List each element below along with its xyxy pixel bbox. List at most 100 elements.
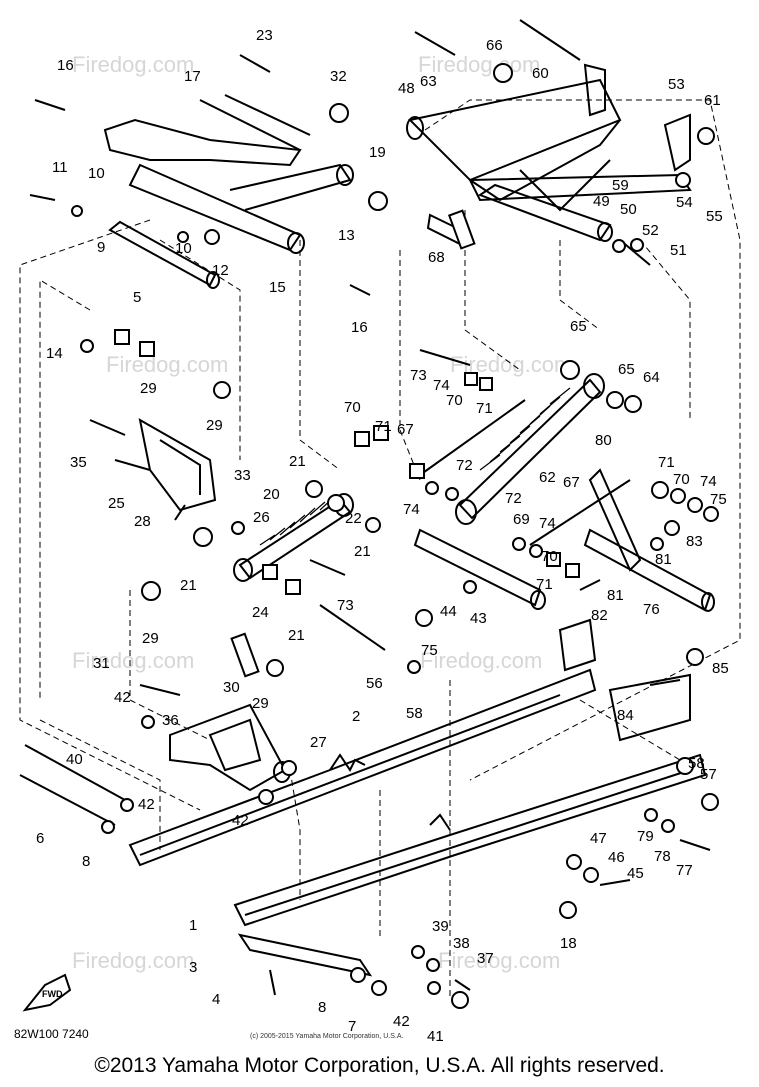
callout-85: 85	[712, 660, 729, 677]
callout-27: 27	[310, 734, 327, 751]
callout-77: 77	[676, 862, 693, 879]
callout-71: 71	[476, 400, 493, 417]
callout-16: 16	[57, 57, 74, 74]
watermark: Firedog.com	[72, 648, 194, 673]
callout-78: 78	[654, 848, 671, 865]
callout-6: 6	[36, 830, 44, 847]
assembly-guide-lines	[19, 99, 741, 1000]
callout-71: 71	[375, 418, 392, 435]
callout-64: 64	[643, 369, 660, 386]
callout-numbers: 1 2 3 4 5 6 7 8 8 9 10 10 11 12 13 14 15…	[36, 27, 729, 1045]
callout-46: 46	[608, 849, 625, 866]
callout-74: 74	[539, 515, 556, 532]
callout-76: 76	[643, 601, 660, 618]
callout-42: 42	[232, 812, 249, 829]
callout-50: 50	[620, 201, 637, 218]
callout-35: 35	[70, 454, 87, 471]
callout-10: 10	[88, 165, 105, 182]
callout-84: 84	[617, 707, 634, 724]
middle-link	[413, 528, 546, 610]
callout-5: 5	[133, 289, 141, 306]
callout-72: 72	[456, 457, 473, 474]
callout-17: 17	[184, 68, 201, 85]
callout-20: 20	[263, 486, 280, 503]
callout-60: 60	[532, 65, 549, 82]
callout-21: 21	[180, 577, 197, 594]
small-copyright-notice: (c) 2005-2015 Yamaha Motor Corporation, …	[250, 1033, 404, 1040]
callout-71: 71	[536, 576, 553, 593]
callout-71: 71	[658, 454, 675, 471]
callout-66: 66	[486, 37, 503, 54]
watermark: Firedog.com	[72, 948, 194, 973]
callout-61: 61	[704, 92, 721, 109]
callout-8: 8	[82, 853, 90, 870]
callout-74: 74	[403, 501, 420, 518]
callout-1: 1	[189, 917, 197, 934]
callout-75: 75	[421, 642, 438, 659]
callout-49: 49	[593, 193, 610, 210]
callout-83: 83	[686, 533, 703, 550]
callout-62: 62	[539, 469, 556, 486]
callout-58: 58	[688, 755, 705, 772]
callout-67: 67	[563, 474, 580, 491]
callout-39: 39	[432, 918, 449, 935]
callout-75: 75	[710, 491, 727, 508]
callout-72: 72	[505, 490, 522, 507]
callout-70: 70	[446, 392, 463, 409]
front-suspension-arm	[103, 94, 354, 289]
callout-9: 9	[97, 239, 105, 256]
callout-31: 31	[93, 655, 110, 672]
callout-3: 3	[189, 959, 197, 976]
forward-arrow-label: FWD	[42, 989, 63, 999]
callout-21: 21	[289, 453, 306, 470]
copyright-footer: ©2013 Yamaha Motor Corporation, U.S.A. A…	[94, 1054, 665, 1077]
callout-36: 36	[162, 712, 179, 729]
callout-74: 74	[433, 377, 450, 394]
callout-24: 24	[252, 604, 269, 621]
callout-32: 32	[330, 68, 347, 85]
callout-19: 19	[369, 144, 386, 161]
callout-22: 22	[345, 510, 362, 527]
callout-8: 8	[318, 999, 326, 1016]
callout-2: 2	[352, 708, 360, 725]
drawing-code: 82W100 7240	[14, 1027, 89, 1041]
callout-30: 30	[223, 679, 240, 696]
watermark: Firedog.com	[438, 948, 560, 973]
callout-70: 70	[344, 399, 361, 416]
callout-65: 65	[570, 318, 587, 335]
callout-13: 13	[338, 227, 355, 244]
callout-69: 69	[513, 511, 530, 528]
callout-12: 12	[212, 262, 229, 279]
callout-37: 37	[477, 950, 494, 967]
watermark: Firedog.com	[420, 648, 542, 673]
callout-42: 42	[138, 796, 155, 813]
rear-shock-absorber	[419, 373, 631, 546]
callout-25: 25	[108, 495, 125, 512]
callout-29: 29	[206, 417, 223, 434]
callout-56: 56	[366, 675, 383, 692]
callout-57: 57	[700, 766, 717, 783]
right-slide-rail	[233, 673, 707, 977]
callout-74: 74	[700, 473, 717, 490]
rear-pivot-arm	[583, 468, 715, 612]
callout-81: 81	[655, 551, 672, 568]
callout-29: 29	[252, 695, 269, 712]
callout-82: 82	[591, 607, 608, 624]
forward-arrow: FWD	[22, 973, 72, 1012]
left-slide-rail	[128, 618, 597, 867]
callout-70: 70	[541, 548, 558, 565]
callout-67: 67	[397, 421, 414, 438]
callout-65: 65	[618, 361, 635, 378]
callout-80: 80	[595, 432, 612, 449]
callout-54: 54	[676, 194, 693, 211]
callout-33: 33	[234, 467, 251, 484]
callout-11: 11	[52, 159, 68, 176]
callout-43: 43	[470, 610, 487, 627]
small-parts	[71, 63, 719, 1009]
callout-59: 59	[612, 177, 629, 194]
callout-68: 68	[428, 249, 445, 266]
callout-70: 70	[673, 471, 690, 488]
callout-48: 48	[398, 80, 415, 97]
